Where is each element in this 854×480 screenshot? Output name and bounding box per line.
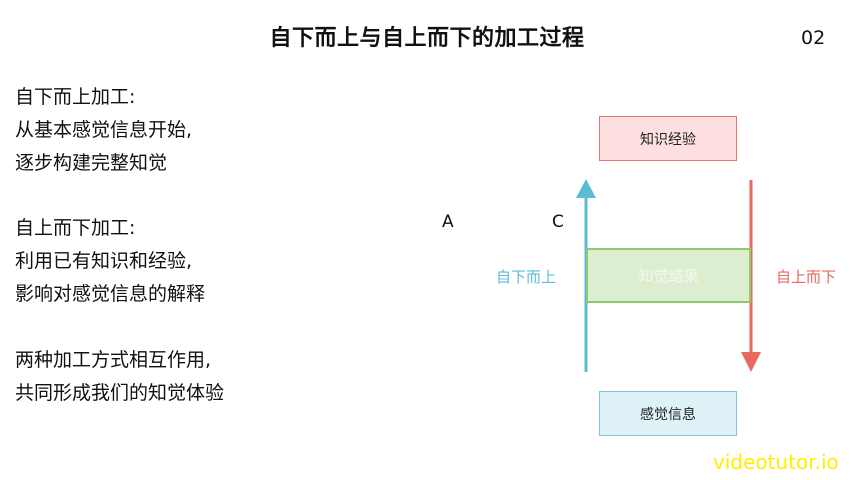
- text-line: 利用已有知识和经验,: [15, 250, 193, 272]
- text-line: 自下而上加工:: [15, 86, 136, 108]
- perception-result-box: 知觉结果: [586, 248, 751, 303]
- marker-c: C: [552, 212, 564, 232]
- page-title: 自下而上与自上而下的加工过程: [269, 26, 585, 51]
- knowledge-experience-box: 知识经验: [599, 116, 737, 161]
- interaction-description: 两种加工方式相互作用, 共同形成我们的知觉体验: [15, 344, 224, 410]
- bottom-up-arrow-head: [576, 179, 596, 198]
- top-down-description: 自上而下加工: 利用已有知识和经验, 影响对感觉信息的解释: [15, 212, 205, 311]
- page-number: 02: [801, 27, 826, 49]
- text-line: 从基本感觉信息开始,: [15, 119, 193, 141]
- bottom-up-label: 自下而上: [496, 268, 557, 286]
- text-line: 影响对感觉信息的解释: [15, 283, 206, 305]
- watermark: videotutor.io: [713, 450, 839, 474]
- text-line: 自上而下加工:: [15, 217, 136, 239]
- text-line: 逐步构建完整知觉: [15, 152, 168, 174]
- bottom-up-description: 自下而上加工: 从基本感觉信息开始, 逐步构建完整知觉: [15, 81, 192, 180]
- sensory-info-box: 感觉信息: [599, 391, 737, 436]
- top-down-label: 自上而下: [776, 268, 837, 286]
- text-line: 共同形成我们的知觉体验: [15, 382, 225, 404]
- top-down-arrow-head: [741, 352, 761, 372]
- text-line: 两种加工方式相互作用,: [15, 349, 212, 371]
- marker-a: A: [442, 212, 454, 232]
